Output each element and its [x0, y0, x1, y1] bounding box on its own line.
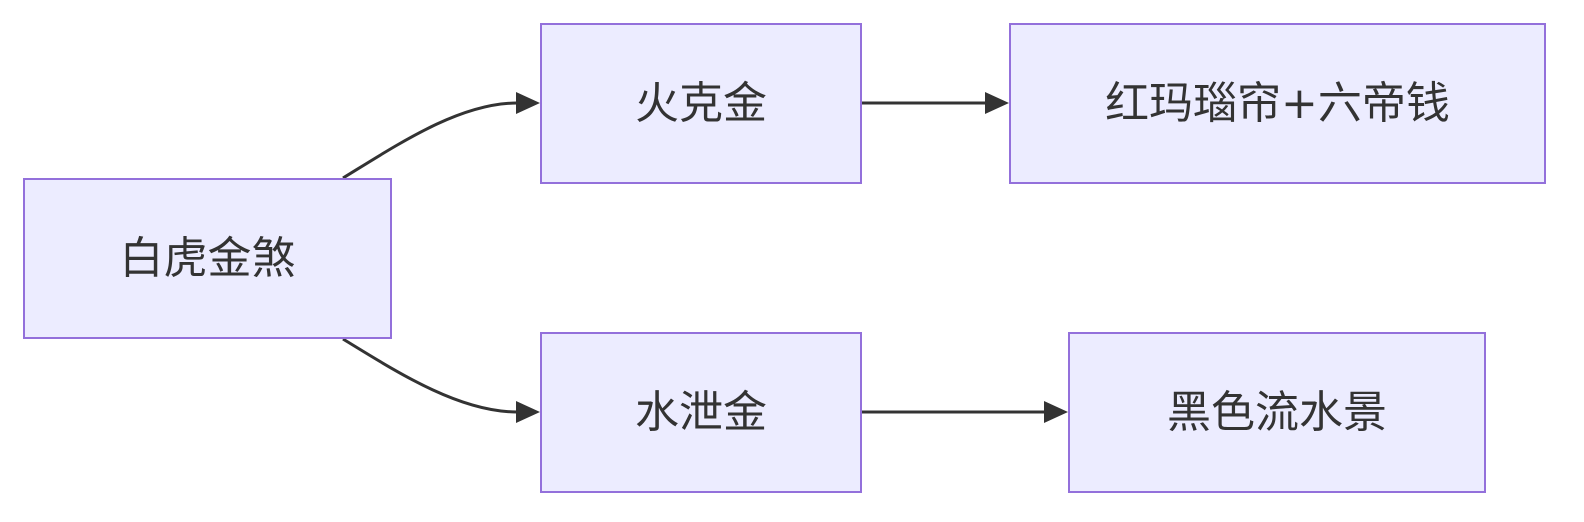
node-white-tiger-metal-sha: 白虎金煞 [23, 178, 392, 339]
node-label: 火克金 [635, 77, 767, 129]
arrowhead-icon [1044, 401, 1068, 423]
node-label: 水泄金 [635, 386, 767, 438]
edge-water-to-black [862, 401, 1068, 423]
node-fire-overcomes-metal: 火克金 [540, 23, 862, 184]
edge-root-to-water [342, 337, 540, 423]
edge-line [342, 101, 518, 180]
node-label: 红玛瑙帘+六帝钱 [1105, 77, 1450, 129]
arrowhead-icon [516, 92, 540, 114]
edge-line [342, 337, 518, 414]
edge-fire-to-red [862, 92, 1009, 114]
node-water-drains-metal: 水泄金 [540, 332, 862, 493]
edge-root-to-fire [342, 92, 540, 180]
arrowhead-icon [516, 401, 540, 423]
node-label: 黑色流水景 [1167, 386, 1387, 438]
node-label: 白虎金煞 [119, 232, 296, 284]
arrowhead-icon [985, 92, 1009, 114]
node-black-water-feature: 黑色流水景 [1068, 332, 1486, 493]
node-red-agate-curtain-coins: 红玛瑙帘+六帝钱 [1009, 23, 1546, 184]
